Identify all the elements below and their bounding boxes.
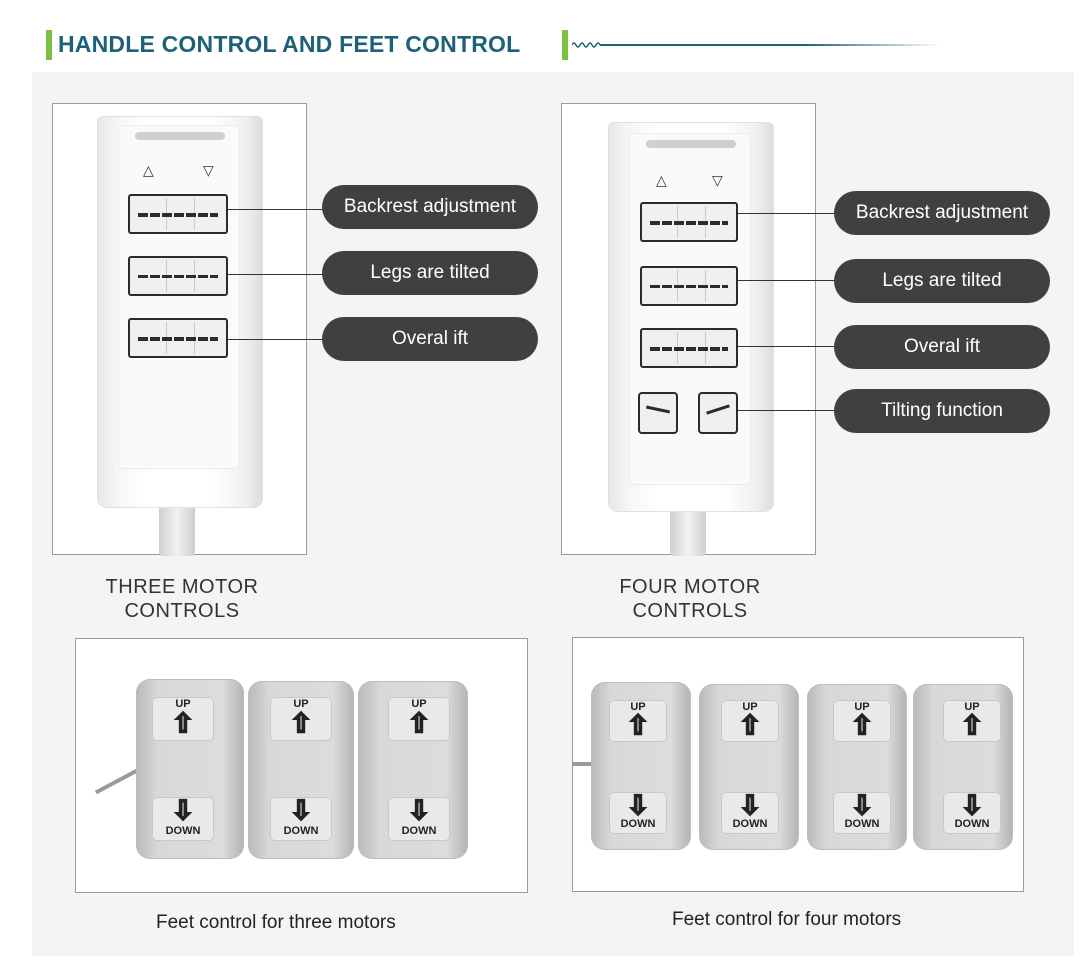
down-triangle-icon: ▽ — [712, 172, 723, 188]
leader-line — [737, 280, 837, 281]
page-title: HANDLE CONTROL AND FEET CONTROL — [58, 31, 521, 57]
label-legs-tilted: Legs are tilted — [322, 251, 538, 295]
remote-cable — [670, 512, 706, 556]
pedal-down-key[interactable]: ⇩ DOWN — [152, 795, 214, 841]
feet-pedal-4[interactable]: UP ⇧ ⇩ DOWN — [913, 684, 1013, 850]
feet-cable — [94, 767, 141, 795]
pedal-down-key[interactable]: ⇩ DOWN — [270, 795, 332, 841]
label-overall-lift: Overal ift — [834, 325, 1050, 369]
down-arrow-icon: ⇩ — [289, 795, 312, 825]
label-backrest-adjustment: Backrest adjustment — [322, 185, 538, 229]
legs-icon — [650, 285, 728, 288]
pedal-up-key[interactable]: UP ⇧ — [721, 700, 779, 742]
backrest-icon — [138, 213, 218, 217]
pedal-up-key[interactable]: UP ⇧ — [270, 697, 332, 741]
remote-slot — [135, 132, 225, 140]
up-arrow-icon: ⇧ — [289, 708, 312, 738]
down-arrow-icon: ⇩ — [960, 790, 983, 820]
feet-pedal-1[interactable]: UP ⇧ ⇩ DOWN — [591, 682, 691, 850]
tilt-back-button[interactable] — [698, 392, 738, 434]
label-tilting-function: Tilting function — [834, 389, 1050, 433]
title-bracket-right — [562, 30, 568, 60]
up-arrow-icon: ⇧ — [171, 708, 194, 738]
three-motor-remote-face — [119, 126, 239, 468]
feet-pedal-3[interactable]: UP ⇧ ⇩ DOWN — [358, 681, 468, 859]
down-arrow-icon: ⇩ — [626, 790, 649, 820]
four-legs-button[interactable] — [640, 266, 738, 306]
four-motor-caption: FOUR MOTOR CONTROLS — [619, 576, 761, 622]
up-triangle-icon: △ — [143, 162, 154, 178]
three-motor-caption: THREE MOTOR CONTROLS — [105, 576, 259, 622]
four-motor-remote-frame: △ ▽ — [561, 103, 816, 556]
remote-cable — [159, 508, 195, 556]
pedal-down-key[interactable]: ⇩ DOWN — [609, 790, 667, 834]
pedal-up-key[interactable]: UP ⇧ — [833, 700, 891, 742]
up-arrow-icon: ⇧ — [960, 710, 983, 740]
down-arrow-icon: ⇩ — [850, 790, 873, 820]
label-legs-tilted: Legs are tilted — [834, 259, 1050, 303]
three-motor-remote-frame: △ ▽ — [52, 103, 307, 556]
up-arrow-icon: ⇧ — [407, 708, 430, 738]
squiggle-icon — [572, 42, 601, 48]
up-arrow-icon: ⇧ — [738, 710, 761, 740]
pedal-down-key[interactable]: ⇩ DOWN — [943, 790, 1001, 834]
leader-line — [228, 274, 324, 275]
up-triangle-icon: △ — [656, 172, 667, 188]
remote-slot — [646, 140, 736, 148]
down-arrow-icon: ⇩ — [407, 795, 430, 825]
tilt-forward-button[interactable] — [638, 392, 678, 434]
feet-four-frame: UP ⇧ ⇩ DOWN UP ⇧ ⇩ DOWN UP ⇧ ⇩ DOWN UP ⇧ — [572, 637, 1024, 892]
label-overall-lift: Overal ift — [322, 317, 538, 361]
three-legs-button[interactable] — [128, 256, 228, 296]
title-bracket-left — [46, 30, 52, 60]
pedal-down-key[interactable]: ⇩ DOWN — [833, 790, 891, 834]
title-rule — [600, 44, 940, 46]
section-header: HANDLE CONTROL AND FEET CONTROL — [0, 0, 1080, 72]
pedal-down-key[interactable]: ⇩ DOWN — [721, 790, 779, 834]
down-arrow-icon: ⇩ — [738, 790, 761, 820]
four-backrest-button[interactable] — [640, 202, 738, 242]
leader-line — [737, 410, 837, 411]
up-arrow-icon: ⇧ — [626, 710, 649, 740]
feet-cable — [573, 762, 593, 766]
three-backrest-button[interactable] — [128, 194, 228, 234]
legs-icon — [138, 275, 218, 278]
feet-four-caption: Feet control for four motors — [672, 909, 902, 930]
leader-line — [737, 213, 837, 214]
pedal-up-key[interactable]: UP ⇧ — [152, 697, 214, 741]
feet-pedal-3[interactable]: UP ⇧ ⇩ DOWN — [807, 684, 907, 850]
down-triangle-icon: ▽ — [203, 162, 214, 178]
feet-pedal-2[interactable]: UP ⇧ ⇩ DOWN — [699, 684, 799, 850]
feet-three-caption: Feet control for three motors — [156, 912, 396, 933]
leader-line — [228, 209, 324, 210]
leader-line — [228, 339, 324, 340]
up-arrow-icon: ⇧ — [850, 710, 873, 740]
feet-pedal-1[interactable]: UP ⇧ ⇩ DOWN — [136, 679, 244, 859]
feet-pedal-2[interactable]: UP ⇧ ⇩ DOWN — [248, 681, 354, 859]
feet-three-frame: UP ⇧ ⇩ DOWN UP ⇧ ⇩ DOWN UP ⇧ ⇩ DOWN — [75, 638, 528, 893]
lift-icon — [138, 337, 218, 341]
lift-icon — [650, 347, 728, 351]
pedal-down-key[interactable]: ⇩ DOWN — [388, 795, 450, 841]
backrest-icon — [650, 221, 728, 225]
label-backrest-adjustment: Backrest adjustment — [834, 191, 1050, 235]
leader-line — [737, 346, 837, 347]
pedal-up-key[interactable]: UP ⇧ — [609, 700, 667, 742]
three-lift-button[interactable] — [128, 318, 228, 358]
pedal-up-key[interactable]: UP ⇧ — [388, 697, 450, 741]
down-arrow-icon: ⇩ — [171, 795, 194, 825]
pedal-up-key[interactable]: UP ⇧ — [943, 700, 1001, 742]
four-lift-button[interactable] — [640, 328, 738, 368]
